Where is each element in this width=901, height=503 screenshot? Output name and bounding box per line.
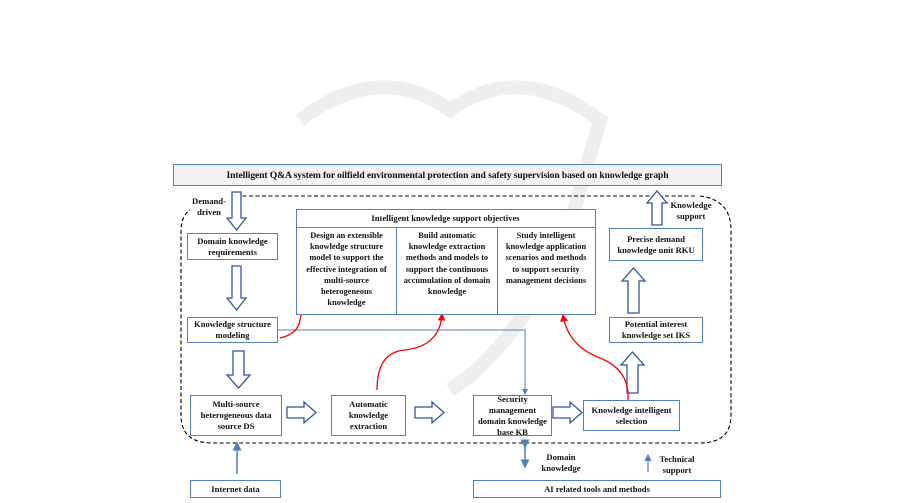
system-title: Intelligent Q&A system for oilfield envi… bbox=[173, 164, 722, 186]
multi-source-node: Multi-source heterogeneous data source D… bbox=[190, 395, 282, 436]
red-curve-selection bbox=[560, 313, 629, 401]
system-boundary bbox=[180, 195, 732, 444]
arrow-up-iks bbox=[620, 267, 647, 314]
knowledge-support-label: Knowledge support bbox=[670, 200, 712, 221]
objective-application: Study intelligent knowledge application … bbox=[505, 231, 587, 285]
modeling-to-kb-line bbox=[278, 329, 528, 395]
knowledge-base-node: Security management domain knowledge bas… bbox=[473, 394, 552, 437]
watermark-logo-graphic bbox=[295, 80, 609, 397]
objectives-panel: Intelligent knowledge support objectives… bbox=[295, 208, 596, 315]
arrow-right-ds bbox=[286, 400, 317, 425]
iks-node: Potential interest knowledge set IKS bbox=[609, 317, 703, 343]
arrow-up-knowledge-support bbox=[645, 189, 669, 226]
intelligent-selection-node: Knowledge intelligent selection bbox=[583, 400, 680, 431]
arrow-down-modeling bbox=[225, 350, 252, 389]
internet-data-node: Internet data bbox=[190, 480, 281, 498]
rku-node: Precise demand knowledge unit RKU bbox=[609, 228, 703, 261]
objective-structure-model: Design an extensible knowledge structure… bbox=[297, 227, 397, 314]
domain-requirements-node: Domain knowledge requirements bbox=[187, 233, 278, 260]
arrow-right-extraction bbox=[414, 400, 445, 425]
domain-knowledge-label: Domain knowledge bbox=[541, 452, 581, 473]
arrow-down-demand bbox=[225, 191, 248, 232]
objectives-header: Intelligent knowledge support objectives bbox=[295, 208, 596, 228]
technical-support-label: Technical support bbox=[659, 454, 695, 475]
red-curve-extraction bbox=[376, 312, 446, 391]
arrow-up-selection bbox=[619, 351, 646, 394]
ai-tools-node: AI related tools and methods bbox=[473, 480, 721, 498]
objective-extraction: Build automatic knowledge extraction met… bbox=[397, 227, 498, 314]
arrow-down-requirements bbox=[225, 265, 248, 312]
demand-driven-label: Demand-driven bbox=[192, 196, 226, 217]
structure-modeling-node: Knowledge structure modeling bbox=[187, 317, 278, 343]
auto-extraction-node: Automatic knowledge extraction bbox=[331, 395, 406, 436]
arrow-right-kb bbox=[552, 400, 583, 425]
